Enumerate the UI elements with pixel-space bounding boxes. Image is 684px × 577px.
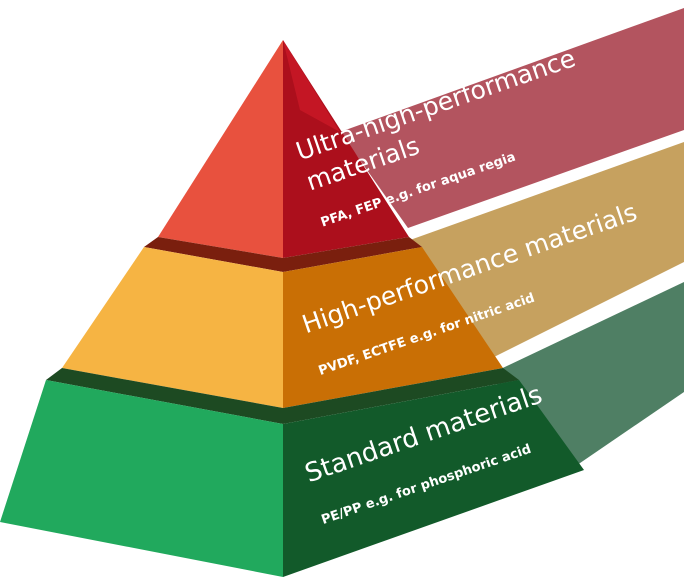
tier-ultra-high-left-face [158,40,283,258]
ribbon-high-band [410,142,684,360]
ribbon-ultra-high [340,8,684,228]
tier-ultra-high [158,40,409,258]
ribbon-high [410,142,684,360]
tier-ultra-high-highlight [283,40,340,132]
tier-standard-right-face [283,380,584,577]
tier-high [62,247,503,408]
ribbon-ultra-high-band [340,8,684,228]
tier-standard-left-face [0,380,283,577]
ledge-top [144,237,422,272]
tier-high-right-face [283,247,503,408]
tier-high-left-face [62,247,283,408]
ledge-middle [46,368,519,424]
tier-standard [0,380,584,577]
